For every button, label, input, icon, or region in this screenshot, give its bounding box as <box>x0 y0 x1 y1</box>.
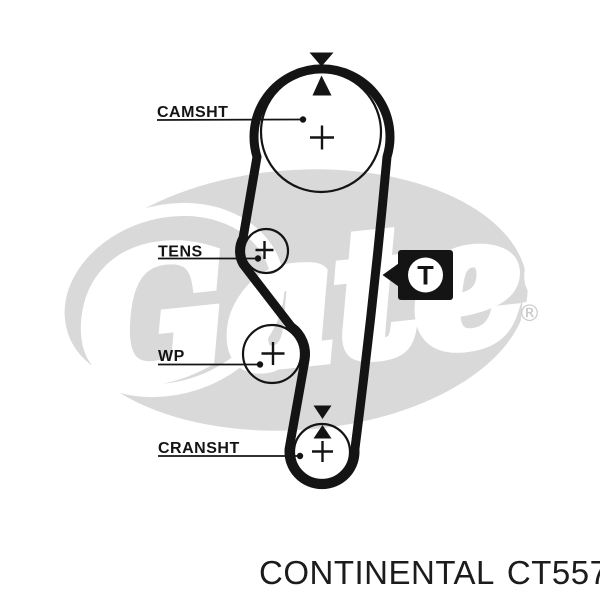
tension-badge-circle <box>408 257 443 293</box>
tensioner-leader-line <box>158 255 262 262</box>
tension-mark-badge: T <box>382 250 453 300</box>
water-pump-label: WP <box>158 348 185 365</box>
tension-arrow-icon <box>382 263 399 287</box>
gates-watermark: Gates ® <box>51 161 600 431</box>
camshaft-timing-mark-icon <box>309 52 334 96</box>
tensioner-center-cross-icon <box>255 241 274 259</box>
water-pump-leader-line <box>158 361 264 368</box>
camshaft-leader-line <box>156 116 307 123</box>
crankshaft-center-cross-icon <box>312 441 333 462</box>
camshaft-label: CAMSHT <box>157 104 228 121</box>
tension-badge-letter: T <box>417 261 434 291</box>
watermark-swash <box>51 202 285 398</box>
camshaft-center-cross-icon <box>310 125 334 150</box>
water-pump-pulley-circle <box>241 323 303 385</box>
registered-trademark-icon: ® <box>518 301 541 327</box>
tensioner-pulley-circle <box>242 227 290 275</box>
water-pump-center-cross-icon <box>261 342 285 365</box>
crankshaft-timing-mark-icon <box>313 405 332 439</box>
tensioner-label: TENS <box>158 244 203 261</box>
manufacturer-name: CONTINENTAL <box>259 554 495 591</box>
product-caption: CONTINENTAL CT557 <box>259 554 600 592</box>
timing-belt-path <box>235 64 395 490</box>
crankshaft-pulley-circle <box>292 422 352 482</box>
crankshaft-label: CRANSHT <box>158 440 240 457</box>
crankshaft-leader-line <box>158 452 304 460</box>
part-number: CT557 <box>506 554 600 591</box>
